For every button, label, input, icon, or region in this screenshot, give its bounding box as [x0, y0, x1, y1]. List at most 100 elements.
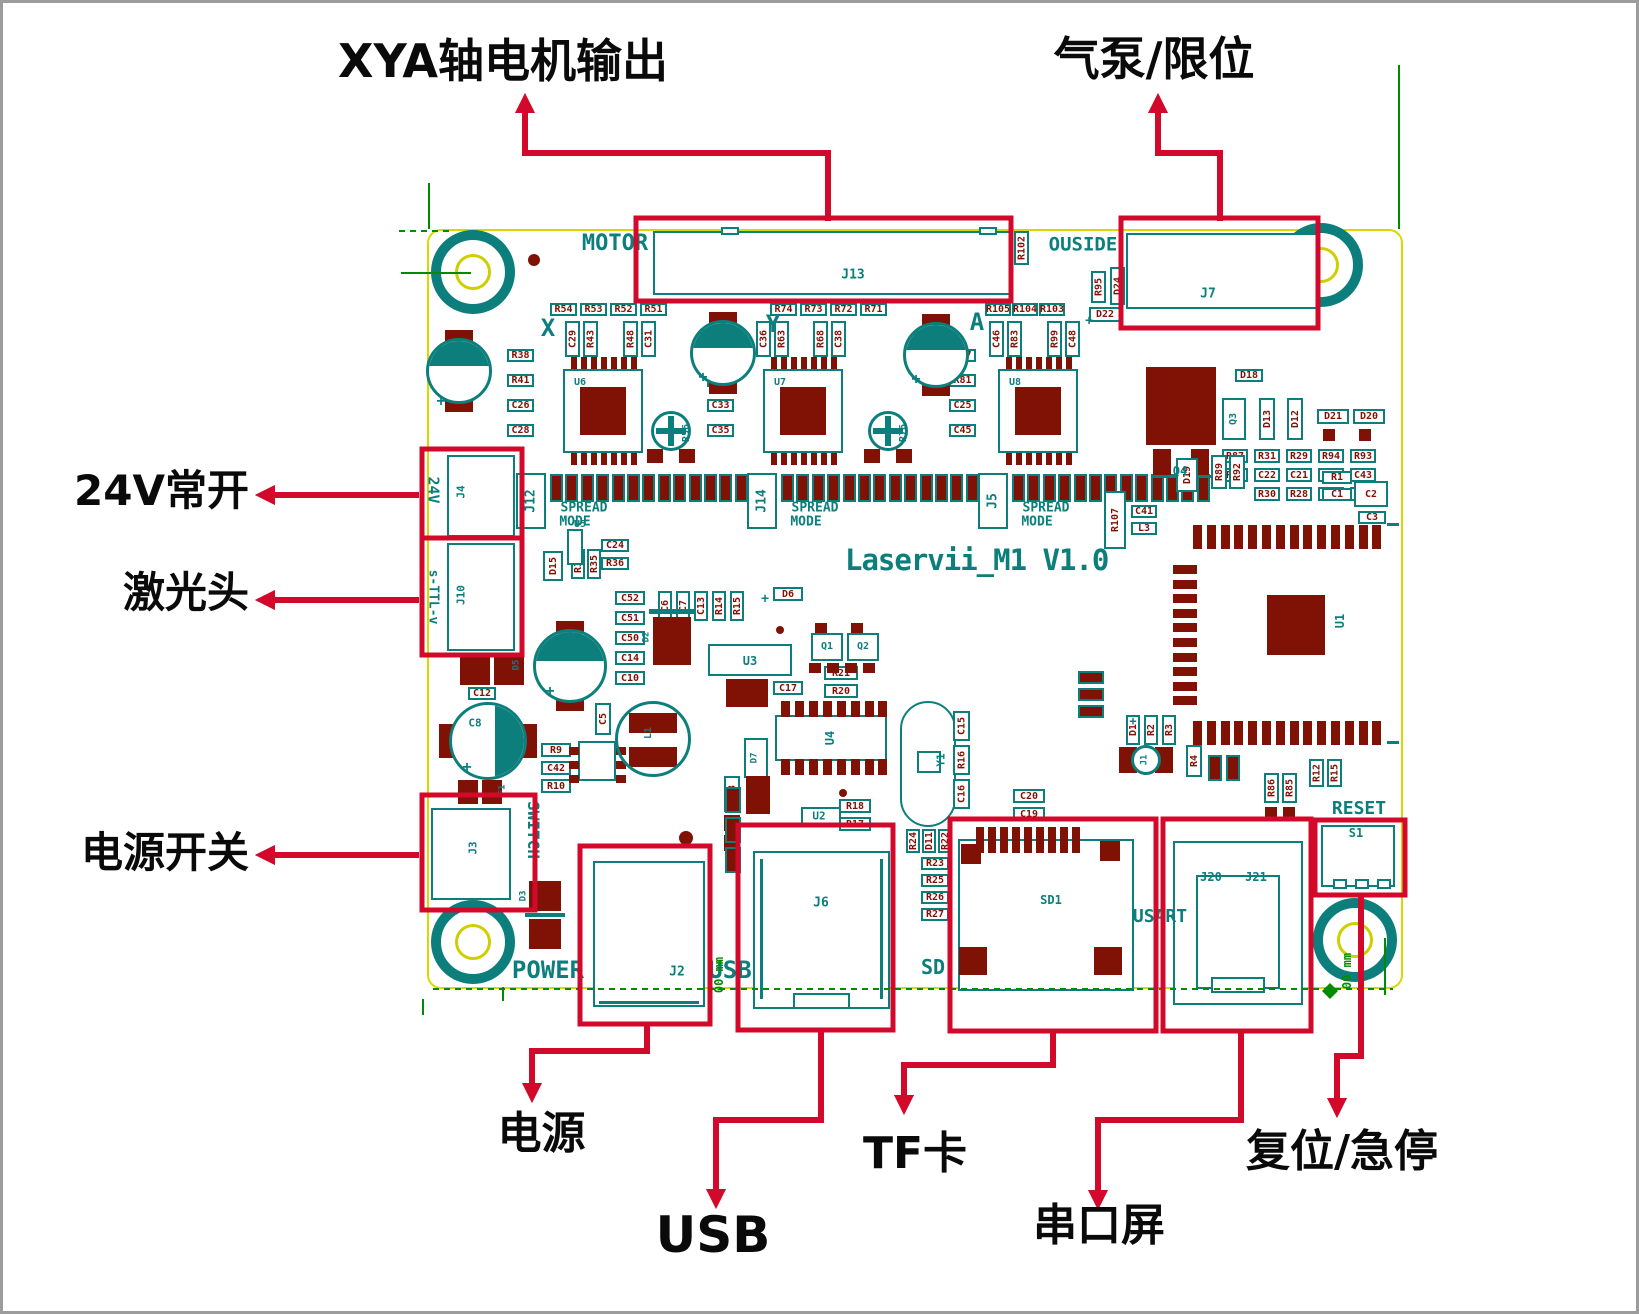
pcb-tline — [1387, 741, 1399, 744]
pcb-pad — [1317, 721, 1327, 745]
pcb-pad — [988, 827, 996, 853]
pcb-pad — [1046, 453, 1052, 465]
component-ref: R28 — [1289, 488, 1309, 500]
header-pin — [565, 474, 579, 502]
silkscreen-label: Q2 — [856, 641, 870, 652]
component-D11: D11 — [922, 829, 936, 853]
silkscreen-label: X — [540, 314, 556, 342]
pcb-pad — [1193, 525, 1202, 549]
annotation-box — [419, 446, 525, 541]
pcb-pad — [1016, 357, 1022, 369]
pcb-pad — [1265, 807, 1277, 819]
pcb-pad — [845, 663, 857, 673]
connector — [567, 529, 583, 565]
component-R9: R9 — [541, 743, 571, 757]
component-ref: R1 — [1330, 472, 1344, 483]
connector — [1222, 398, 1246, 440]
pcb-pad — [1173, 652, 1197, 662]
label-laser-head: 激光头 — [122, 568, 249, 617]
header-pin — [888, 474, 902, 502]
component-ref: C17 — [778, 682, 798, 694]
pcb-pad — [1056, 453, 1062, 465]
component-C17: C17 — [773, 681, 803, 695]
component-R43: R43 — [583, 321, 598, 357]
component-C48: C48 — [1065, 321, 1080, 357]
component-C24: C24 — [601, 539, 629, 552]
pcb-pad — [961, 844, 981, 864]
component-R24: R24 — [906, 829, 920, 853]
pcb-tline — [1387, 523, 1399, 526]
component-R36: R36 — [601, 557, 629, 570]
component-ref: R71 — [864, 304, 883, 315]
pcb-pad — [611, 357, 617, 369]
silkscreen-label: SPREAD — [560, 500, 608, 516]
component-D20: D20 — [1353, 409, 1385, 424]
component-C46: C46 — [989, 321, 1004, 357]
header-pin — [935, 474, 948, 502]
component-ref: R104 — [1012, 304, 1038, 315]
component-R29: R29 — [1286, 449, 1312, 463]
pcb-pad — [1289, 721, 1299, 745]
component-ref: C51 — [620, 612, 640, 624]
annotation-box — [735, 822, 896, 1033]
component-R4: R4 — [1186, 745, 1202, 777]
component-R52: R52 — [610, 303, 637, 316]
component-ref: C41 — [1134, 506, 1154, 517]
pcb-pad — [631, 453, 637, 465]
pcb-pad — [1006, 357, 1012, 369]
pcb-pad — [571, 357, 577, 369]
header-pin — [611, 474, 625, 502]
silkscreen-label: SPREAD — [1022, 500, 1070, 516]
pcb-pad — [827, 663, 839, 673]
pcb-pad — [1016, 453, 1022, 465]
header-pin — [827, 474, 841, 502]
pcb-pad — [795, 759, 804, 775]
pcb-pad — [1303, 721, 1313, 745]
mcu-center-pad — [1267, 595, 1325, 655]
component-R35: R35 — [587, 549, 601, 579]
silkscreen-label: POWER — [511, 956, 585, 984]
header-connector — [747, 473, 777, 529]
silkscreen-label: J20 — [1200, 870, 1222, 884]
component-C14: C14 — [615, 651, 645, 665]
silkscreen-label: USART — [1132, 906, 1188, 927]
component-ref: C35 — [711, 425, 730, 436]
component-ref: R74 — [774, 304, 793, 315]
component-ref: C12 — [472, 688, 492, 699]
annotation-arrow — [521, 1025, 650, 1104]
pcb-pad — [811, 453, 817, 465]
pcb-pad — [1331, 525, 1340, 549]
component-R1: R1 — [1322, 471, 1352, 484]
component-R92: R92 — [1229, 455, 1245, 489]
capacitor — [903, 322, 969, 388]
pcb-pad — [1060, 827, 1068, 853]
annotation-arrow — [893, 1032, 1056, 1116]
capacitor-polarity-segment — [429, 341, 489, 367]
header-pin — [1042, 474, 1056, 502]
silkscreen-label: J13 — [841, 267, 865, 283]
pcb-pad — [781, 701, 790, 717]
connector — [653, 231, 1011, 295]
component-ref: C26 — [511, 400, 530, 411]
pcb-pad — [959, 947, 987, 975]
header-pin — [1135, 474, 1149, 502]
silkscreen-label: + — [1085, 313, 1093, 329]
component-R68: R68 — [813, 321, 828, 357]
component-C1: C1 — [1322, 488, 1352, 501]
component-R2: R2 — [1144, 715, 1158, 745]
pcb-pad — [821, 357, 827, 369]
pcb-pad — [801, 357, 807, 369]
connector — [811, 633, 843, 661]
component-R15: R15 — [1327, 759, 1342, 787]
component-C52: C52 — [615, 591, 645, 605]
component-ref: C50 — [620, 632, 640, 644]
pcb-pad — [1220, 721, 1230, 745]
pcb-pad — [831, 453, 837, 465]
label-reset-estop: 复位/急停 — [1245, 1126, 1439, 1177]
component-ref: R30 — [1257, 488, 1277, 500]
pcb-pad — [781, 759, 790, 775]
pcb-pad — [1006, 453, 1012, 465]
component-D12: D12 — [1287, 398, 1303, 440]
pcb-pad — [458, 780, 478, 804]
pcb-pad — [811, 357, 817, 369]
